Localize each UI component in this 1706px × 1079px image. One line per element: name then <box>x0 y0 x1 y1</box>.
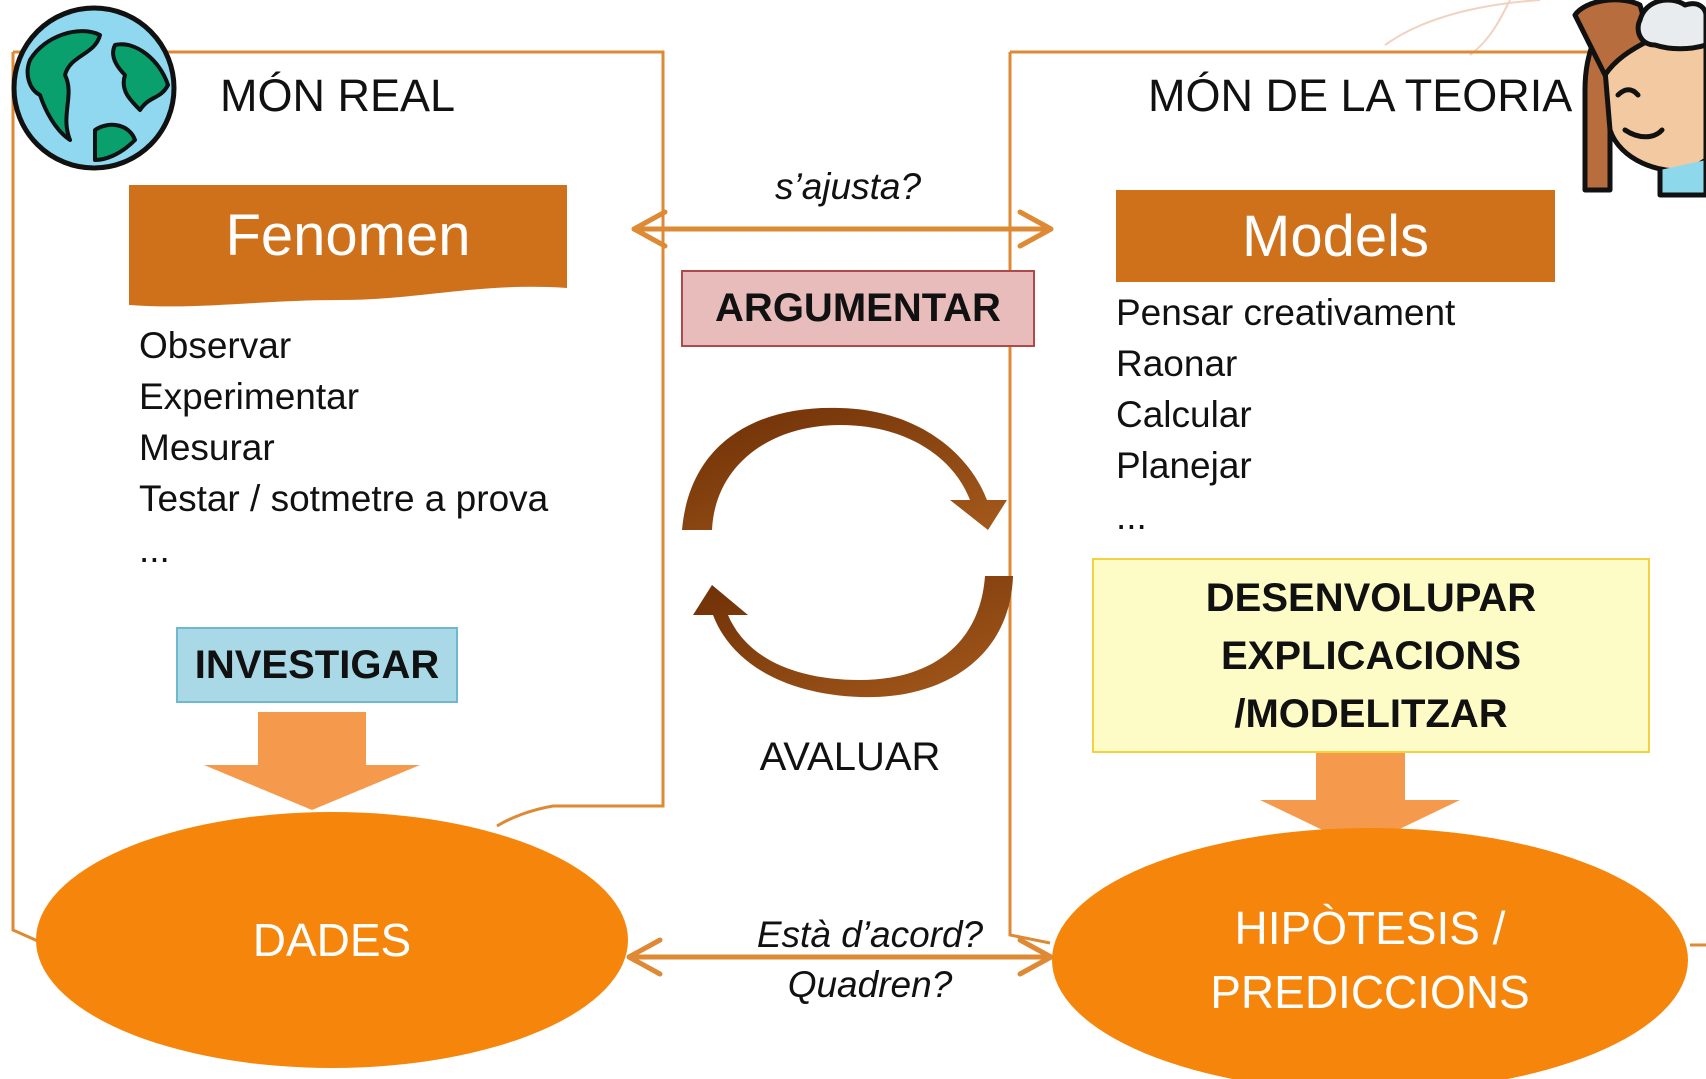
bottom-question-line: Quadren? <box>787 964 953 1005</box>
cycle-arrow-bottom <box>693 576 1013 698</box>
verb-item: Experimentar <box>139 376 360 417</box>
hipotesis-line: HIPÒTESIS / <box>1234 902 1506 954</box>
modelitzar-down-arrow <box>1260 753 1460 848</box>
fenomen-banner: Fenomen <box>225 202 471 268</box>
verb-item: Observar <box>139 325 292 366</box>
real-world-verbs: Observar Experimentar Mesurar Testar / s… <box>139 320 548 575</box>
investigar-down-arrow <box>204 712 420 810</box>
real-world-frame <box>11 50 665 944</box>
modelitzar-line: EXPLICACIONS <box>1220 633 1522 678</box>
avaluar-label: AVALUAR <box>759 735 941 779</box>
modelitzar-box: DESENVOLUPAR EXPLICACIONS /MODELITZAR <box>1092 558 1650 753</box>
bottom-question-line: Està d’acord? <box>756 914 984 955</box>
verb-item: Testar / sotmetre a prova <box>139 478 549 519</box>
theory-world-title: MÓN DE LA TEORIA <box>1148 70 1573 121</box>
fenomen-banner-shape <box>129 185 567 307</box>
hipotesis-ellipse <box>1052 828 1688 1079</box>
verb-item: Mesurar <box>139 427 275 468</box>
hipotesis-label: HIPÒTESIS / PREDICCIONS <box>1060 890 1680 1030</box>
thinking-person-icon <box>1572 0 1706 198</box>
models-banner-shape <box>1116 190 1555 282</box>
modelitzar-line: DESENVOLUPAR <box>1205 575 1537 620</box>
verb-item: Raonar <box>1116 343 1238 384</box>
verb-item: Calcular <box>1116 394 1252 435</box>
verb-item: Planejar <box>1116 445 1252 486</box>
verb-item: Pensar creativament <box>1116 292 1456 333</box>
verb-item: ... <box>1116 496 1147 537</box>
bottom-question: Està d’acord? Quadren? <box>720 910 1020 1010</box>
dades-label: DADES <box>252 914 412 966</box>
modelitzar-line: /MODELITZAR <box>1234 691 1508 736</box>
models-banner: Models <box>1242 203 1429 269</box>
globe-icon <box>11 5 177 171</box>
dades-ellipse <box>36 812 628 1068</box>
bottom-double-arrow <box>626 937 1054 977</box>
background-decoration <box>1384 0 1541 56</box>
hipotesis-line: PREDICCIONS <box>1210 966 1530 1018</box>
investigar-box: INVESTIGAR <box>176 627 458 703</box>
top-double-arrow <box>631 209 1054 249</box>
real-world-title: MÓN REAL <box>220 70 456 121</box>
theory-world-verbs: Pensar creativament Raonar Calcular Plan… <box>1116 287 1455 542</box>
top-question: s’ajusta? <box>774 166 922 207</box>
verb-item: ... <box>139 529 170 570</box>
cycle-arrow-top <box>682 407 1007 530</box>
argumentar-box: ARGUMENTAR <box>681 270 1035 347</box>
